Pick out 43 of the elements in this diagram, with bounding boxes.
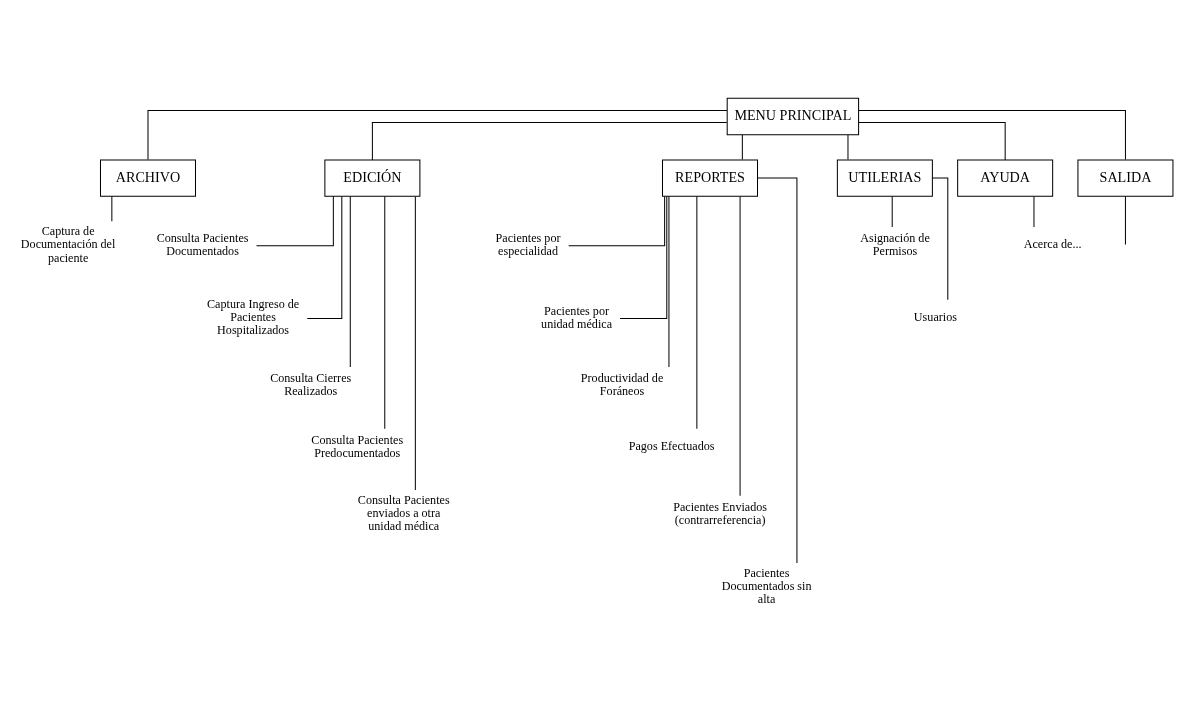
node-text: Consulta Pacientes Documentados xyxy=(156,230,248,259)
node-box: SALIDA xyxy=(1076,159,1173,197)
node-text: Captura Ingreso de Pacientes Hospitalizados xyxy=(206,297,299,338)
connector xyxy=(306,195,342,320)
node-text: Pacientes Documentados sin alta xyxy=(721,565,812,607)
connector xyxy=(383,196,385,430)
node-text: Consulta Cierres Realizados xyxy=(269,370,351,399)
connector xyxy=(857,122,1006,161)
connector xyxy=(349,196,351,368)
connector xyxy=(567,196,665,247)
connector xyxy=(110,195,112,222)
node-text: Pacientes Enviados (contrarreferencia) xyxy=(672,499,767,527)
node-text: Productividad de Foráneos xyxy=(580,370,663,399)
node-text: Consulta Pacientes Predocumentados xyxy=(310,432,403,460)
connector xyxy=(695,196,697,430)
node-text: Captura de Documentación del paciente xyxy=(20,224,115,265)
node-box: ARCHIVO xyxy=(99,159,196,197)
connector xyxy=(846,134,848,161)
node-box: UTILERIAS xyxy=(836,159,933,197)
node-text: Acerca de... xyxy=(1023,237,1082,252)
node-text: Pacientes por unidad médica xyxy=(540,303,612,331)
node-text: Pagos Efectuados xyxy=(628,439,714,454)
node-box: AYUDA xyxy=(956,159,1053,197)
connector xyxy=(255,196,334,247)
connector xyxy=(1032,195,1034,228)
connector xyxy=(756,177,797,564)
connector xyxy=(741,134,743,161)
node-box: MENU PRINCIPAL xyxy=(726,97,859,136)
connector xyxy=(147,109,727,161)
node-text: Asignación de Permisos xyxy=(859,230,930,259)
connector xyxy=(1124,195,1126,246)
connector xyxy=(371,122,727,161)
connector xyxy=(414,196,416,491)
connector xyxy=(858,109,1126,161)
node-box: EDICIÓN xyxy=(323,159,420,197)
node-box: REPORTES xyxy=(661,159,758,197)
connector xyxy=(739,196,741,497)
node-text: Consulta Pacientes enviados a otra unidad médica xyxy=(357,493,450,534)
connector xyxy=(891,195,893,228)
connector xyxy=(619,195,667,320)
node-text: Usuarios xyxy=(913,310,957,325)
connector xyxy=(667,196,669,368)
node-text: Pacientes por especialidad xyxy=(495,230,561,259)
